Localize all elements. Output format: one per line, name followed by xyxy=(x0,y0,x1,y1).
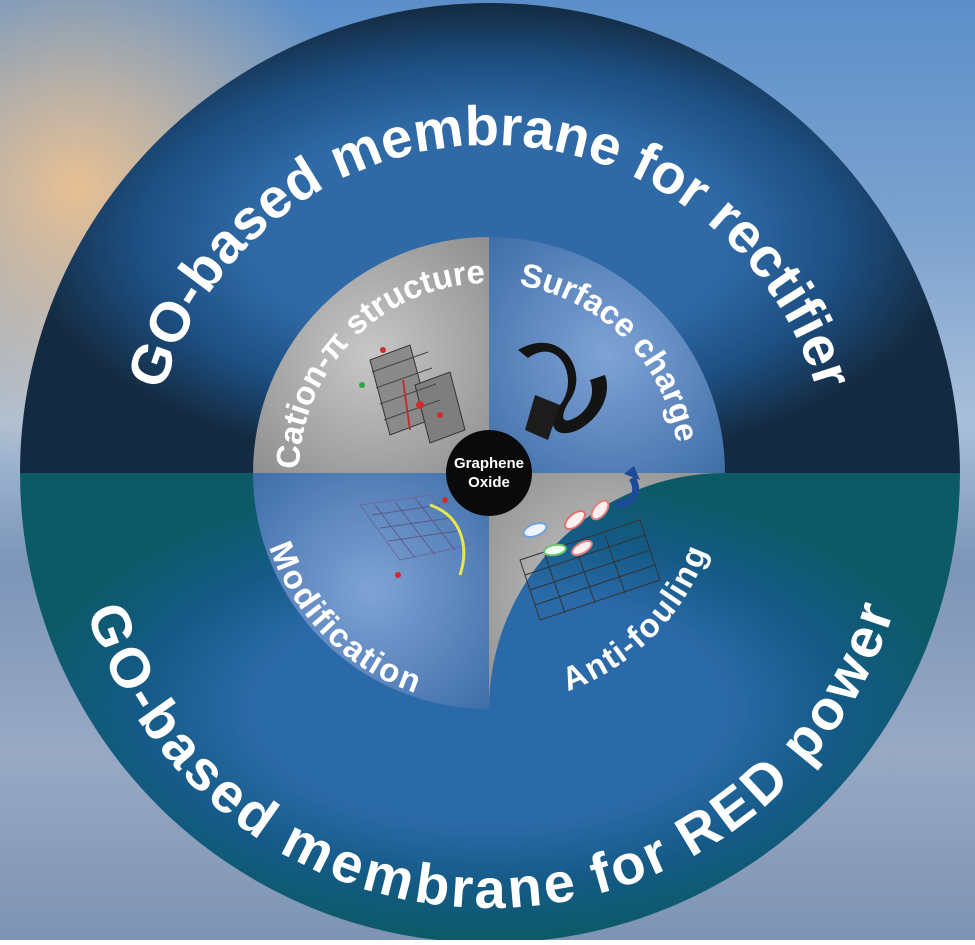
center-circle xyxy=(446,430,532,516)
surface-charge-illustration xyxy=(518,342,607,440)
center-label-line1: Graphene xyxy=(454,455,524,472)
quadrant-modification xyxy=(253,473,489,709)
anti-fouling-illustration xyxy=(519,466,661,621)
modification-illustration xyxy=(359,494,471,578)
center-label-line2: Oxide xyxy=(468,474,510,491)
cation-pi-illustration xyxy=(359,344,466,444)
ring-bottom-half xyxy=(20,473,960,943)
quadrant-anti-fouling xyxy=(489,473,725,709)
